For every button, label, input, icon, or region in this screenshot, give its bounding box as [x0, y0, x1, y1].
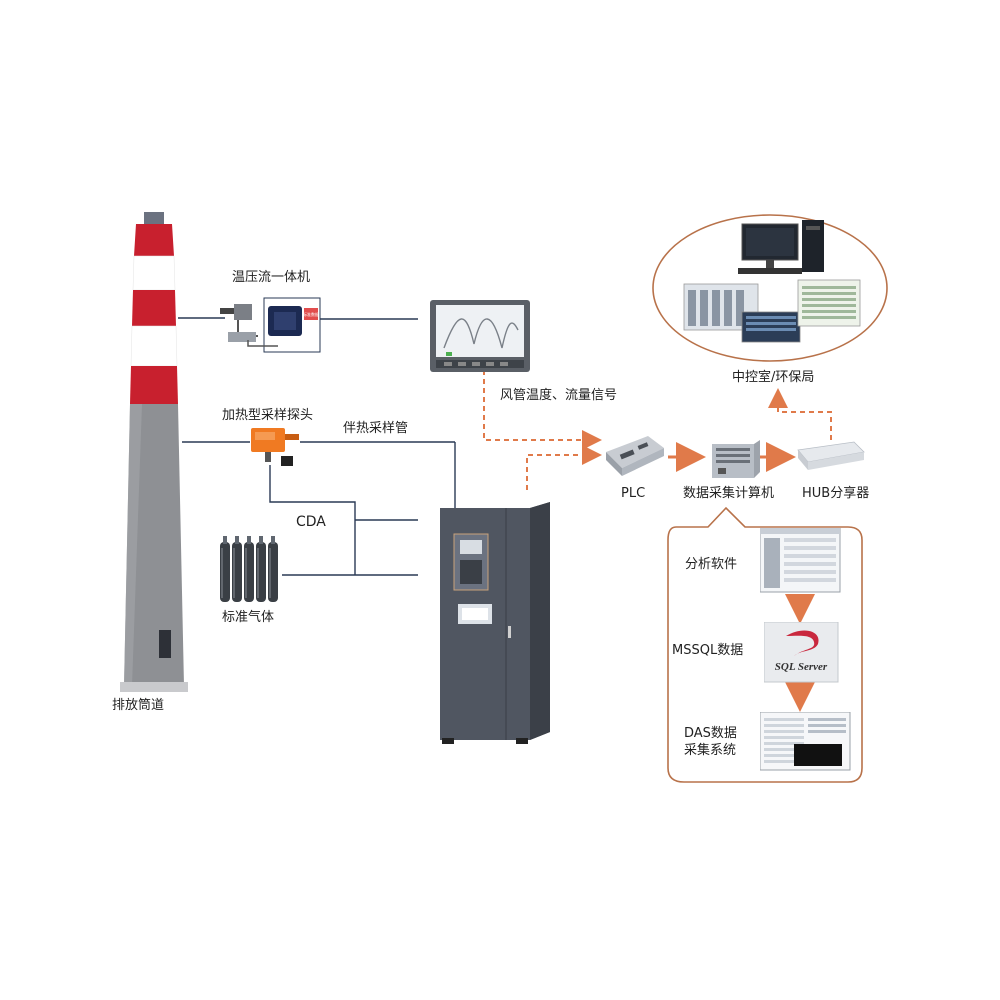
solid-arrows: [668, 442, 815, 712]
sql-server-logo: SQL Server: [764, 622, 839, 683]
gas-cylinders: [220, 536, 278, 602]
analysis-software-screen: [760, 528, 841, 593]
duct-signals-label: 风管温度、流量信号: [500, 388, 618, 403]
mssql-data-label: MSSQL数据: [672, 643, 744, 658]
control-room-bubble: [652, 214, 888, 362]
control-room-equipment: [683, 220, 861, 343]
sql-server-text: SQL Server: [775, 661, 828, 673]
hub-label: HUB分享器: [802, 486, 870, 501]
display-badge: 标准数据: [303, 311, 319, 317]
plc-device: [606, 436, 664, 476]
analyzer-cabinet: [440, 502, 550, 744]
hub-device: [797, 441, 865, 470]
cda-label: CDA: [296, 514, 326, 530]
chimney: [120, 212, 188, 692]
dashed-arrows: [483, 370, 832, 490]
heated-probe-label: 加热型采样探头: [222, 408, 314, 423]
tpf-unit-device: 标准数据: [220, 297, 321, 353]
analysis-software-label: 分析软件: [685, 557, 738, 572]
chimney-label: 排放筒道: [112, 698, 165, 713]
das-screen: [760, 712, 851, 771]
das-label-line1: DAS数据: [684, 726, 737, 741]
daq-computer-device: [712, 440, 760, 478]
flow-monitor-screen: [430, 300, 530, 372]
standard-gas-label: 标准气体: [222, 610, 275, 625]
heated-probe-device: [251, 428, 299, 466]
solid-lines: [178, 317, 456, 576]
heated-line-label: 伴热采样管: [343, 421, 409, 436]
tpf-unit-label: 温压流一体机: [232, 270, 311, 285]
control-room-label: 中控室/环保局: [732, 370, 815, 385]
software-callout: [667, 506, 863, 783]
daq-computer-label: 数据采集计算机: [683, 486, 775, 501]
das-label-line2: 采集系统: [684, 743, 737, 758]
plc-label: PLC: [621, 486, 646, 501]
